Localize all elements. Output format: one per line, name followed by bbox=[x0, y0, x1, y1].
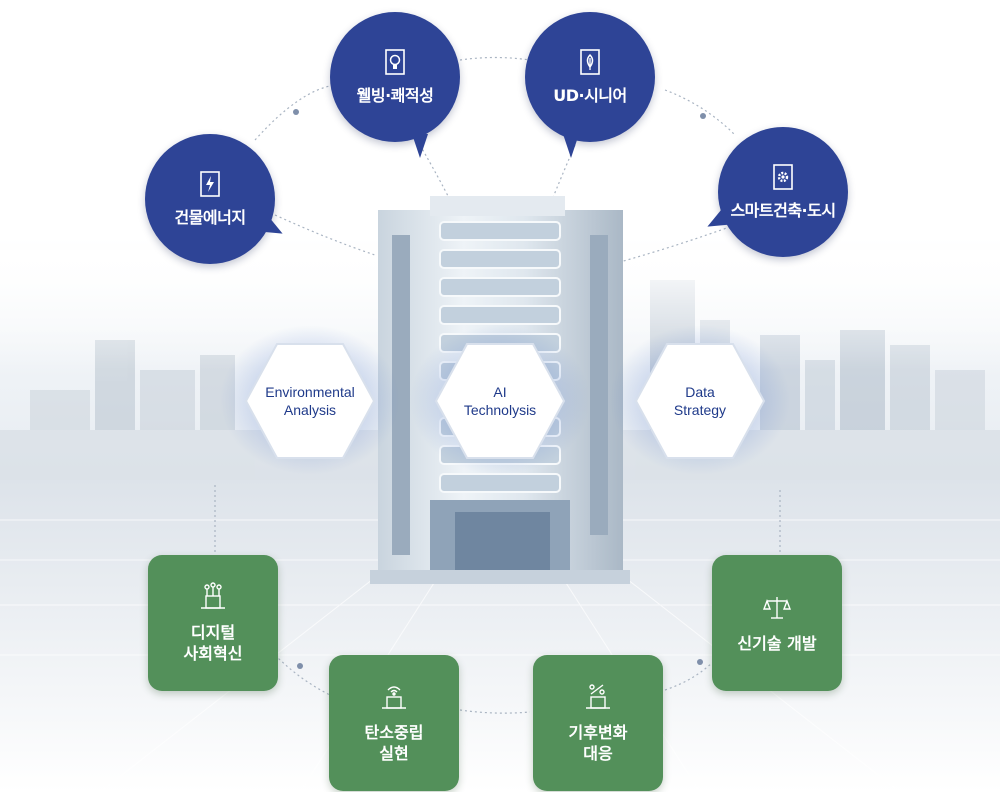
hex-ai-technolysis: AI Technolysis bbox=[434, 342, 566, 460]
box-line1: 기후변화 bbox=[568, 723, 628, 742]
leaf-panel-icon bbox=[580, 49, 600, 75]
bubble-smart-city: 스마트건축·도시 bbox=[702, 127, 848, 257]
bubble-label: UD·시니어 bbox=[553, 86, 627, 105]
hex-line1: Data bbox=[685, 384, 715, 400]
box-new-technology: 신기술 개발 bbox=[712, 555, 842, 691]
wifi-building-icon bbox=[382, 686, 406, 709]
network-building-icon bbox=[201, 582, 225, 609]
box-line2: 실현 bbox=[379, 744, 409, 763]
bubble-label: 스마트건축·도시 bbox=[730, 201, 836, 220]
bubble-label: 건물에너지 bbox=[174, 208, 246, 227]
lightbulb-icon bbox=[385, 49, 405, 75]
bubble-ud-senior: UD·시니어 bbox=[525, 12, 655, 158]
hex-line1: Environmental bbox=[265, 384, 355, 400]
lightning-panel-icon bbox=[200, 171, 220, 197]
box-line1: 탄소중립 bbox=[364, 723, 424, 742]
bubble-label: 웰빙·쾌적성 bbox=[356, 86, 434, 105]
gear-panel-icon bbox=[773, 164, 793, 190]
percent-building-icon bbox=[586, 684, 610, 709]
box-line1: 신기술 개발 bbox=[737, 633, 817, 653]
box-line1: 디지털 bbox=[190, 623, 236, 642]
bubble-wellbeing-comfort: 웰빙·쾌적성 bbox=[330, 12, 460, 158]
hex-line2: Strategy bbox=[673, 402, 727, 418]
balance-scale-icon bbox=[762, 596, 792, 619]
box-line2: 대응 bbox=[583, 744, 613, 763]
box-line2: 사회혁신 bbox=[183, 644, 243, 663]
hex-line1: AI bbox=[493, 384, 507, 400]
hex-line2: Technolysis bbox=[463, 402, 537, 418]
bubble-building-energy: 건물에너지 bbox=[145, 134, 288, 264]
hex-line2: Analysis bbox=[283, 402, 337, 418]
